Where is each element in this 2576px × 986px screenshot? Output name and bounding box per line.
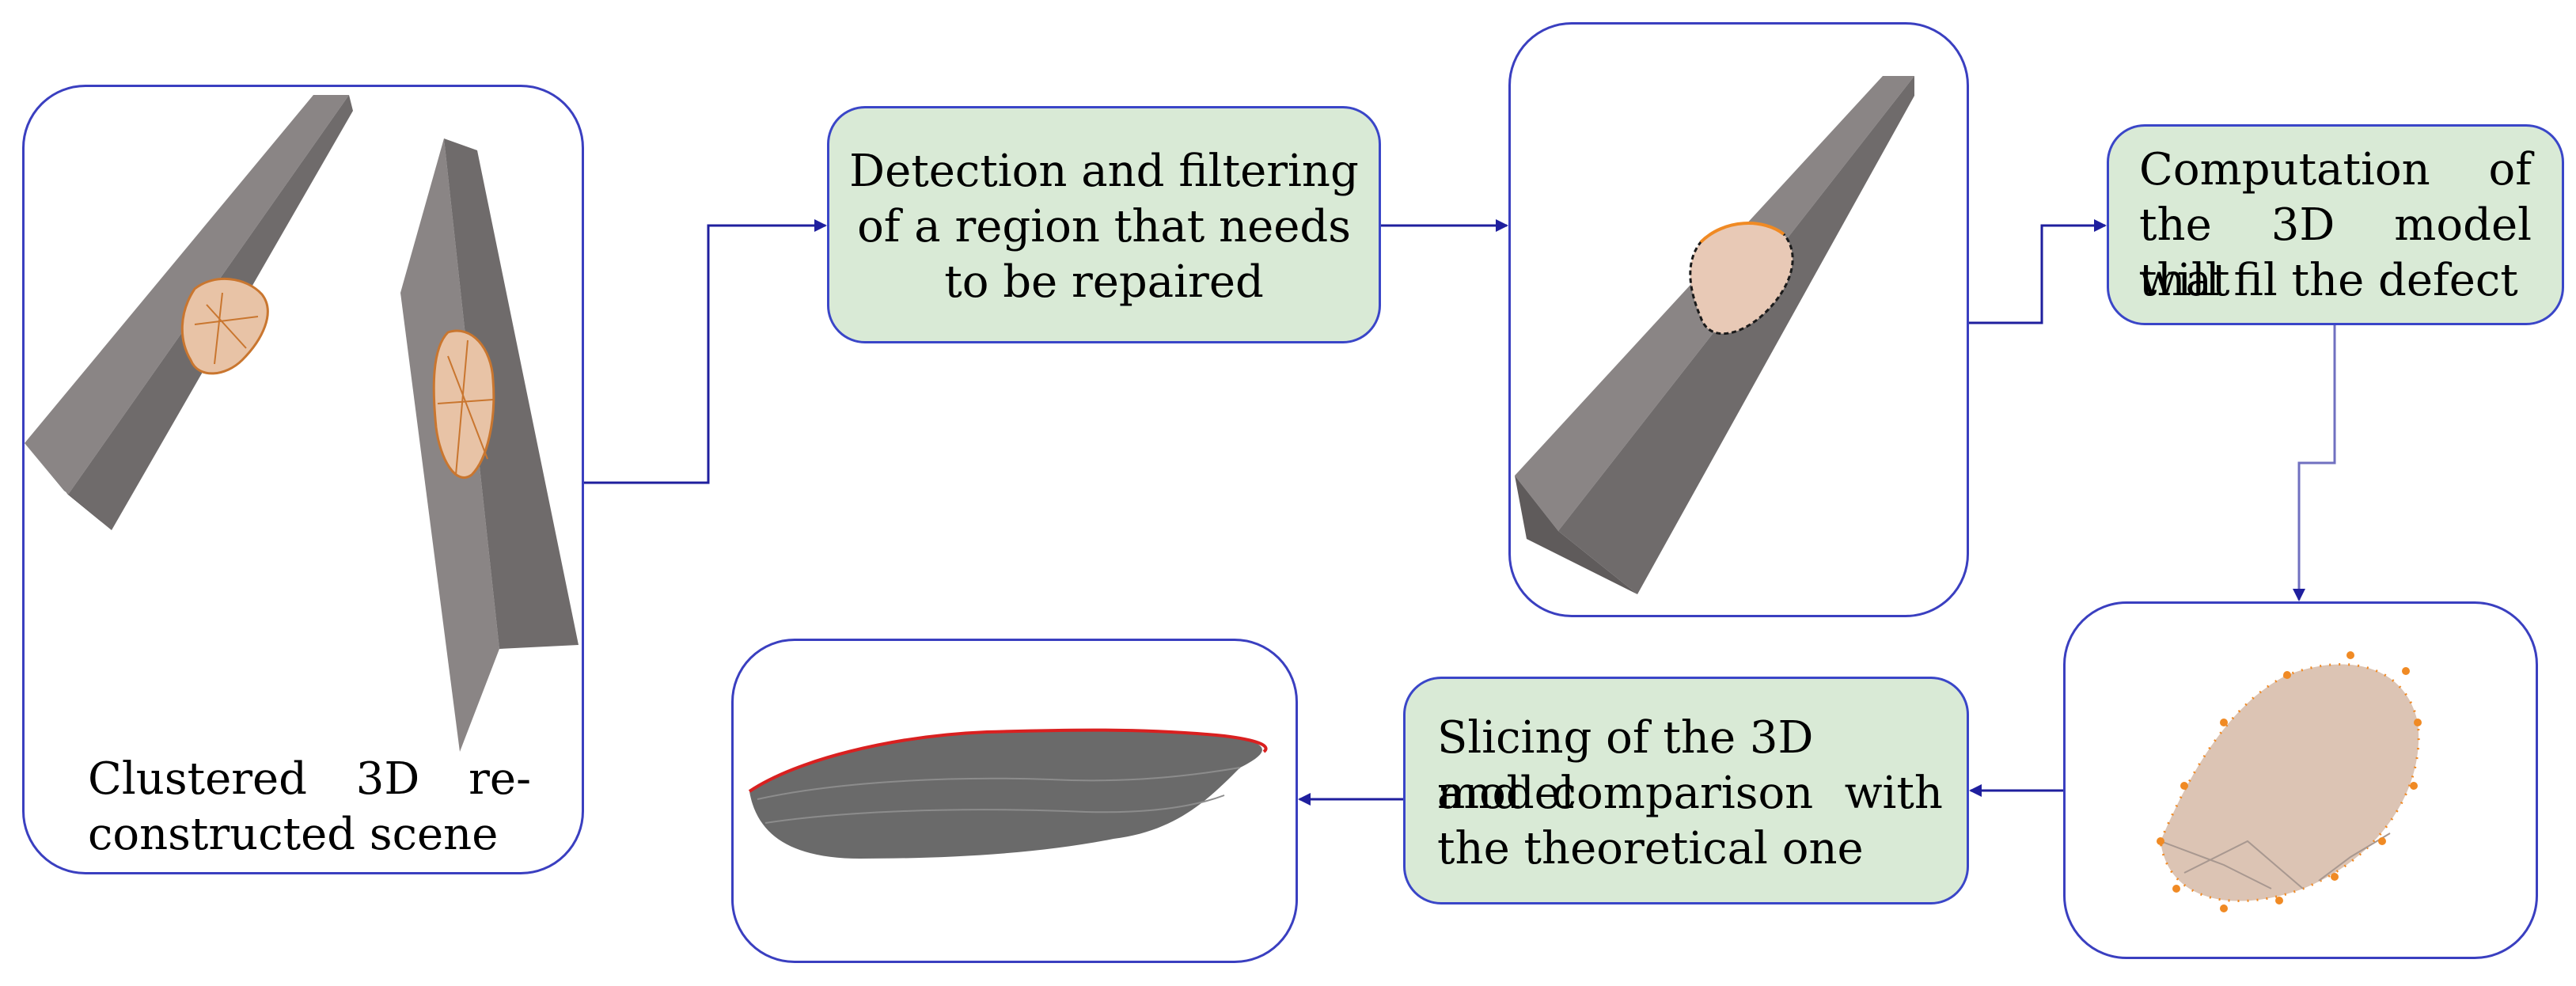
step-detection-line2: of a region that needs — [857, 201, 1351, 252]
detected-region — [1689, 222, 1794, 336]
arrow-computation-to-fillmodel — [2293, 325, 2336, 601]
sliced-model-illustration — [748, 728, 1268, 859]
step-computation-line3: will fil the defect — [2139, 255, 2518, 306]
step-detection-line3: to be repaired — [944, 256, 1264, 308]
fill-model-points — [2157, 651, 2422, 912]
scene-caption-line1: Clustered 3D re- — [88, 753, 531, 805]
sliced-model-body — [749, 730, 1262, 859]
slice-edge — [748, 728, 1268, 793]
step-slicing: Slicing of the 3D model and comparison w… — [1403, 677, 1969, 904]
beam-front-face — [1558, 76, 1914, 594]
panel-sliced-model — [731, 639, 1298, 963]
step-computation: Computation of the 3D model that will fi… — [2107, 124, 2564, 325]
step-slicing-line2: and comparison with — [1437, 768, 1943, 819]
step-detection-line1: Detection and filtering — [849, 146, 1359, 197]
fill-model-illustration — [2157, 651, 2422, 912]
step-slicing-line3: the theoretical one — [1437, 823, 1864, 874]
beams-illustration — [25, 95, 579, 752]
beam-vertical-side-face — [444, 138, 579, 649]
scene-caption-line2: constructed scene — [88, 809, 499, 860]
step-detection: Detection and filtering of a region that… — [827, 106, 1381, 343]
defect-patch-2 — [432, 329, 495, 479]
step-computation-line2: the 3D model that — [2139, 199, 2532, 306]
step-slicing-line1: Slicing of the 3D model — [1437, 712, 1814, 819]
step-computation-line1: Computation of — [2139, 144, 2532, 195]
fill-model-surface — [2159, 663, 2420, 902]
beam-side-face — [1515, 476, 1637, 594]
arrow-region-to-computation — [1969, 219, 2107, 324]
defect-patch-1 — [180, 277, 269, 375]
arrow-scene-to-detection — [584, 219, 827, 484]
beam-diagonal-top-face — [25, 95, 349, 495]
panel-detected-region — [1508, 22, 1969, 617]
beam-with-region-illustration — [1515, 76, 1914, 594]
panel-fill-model — [2063, 601, 2538, 959]
panel-reconstructed-scene: Clustered 3D re- constructed scene — [22, 85, 584, 874]
